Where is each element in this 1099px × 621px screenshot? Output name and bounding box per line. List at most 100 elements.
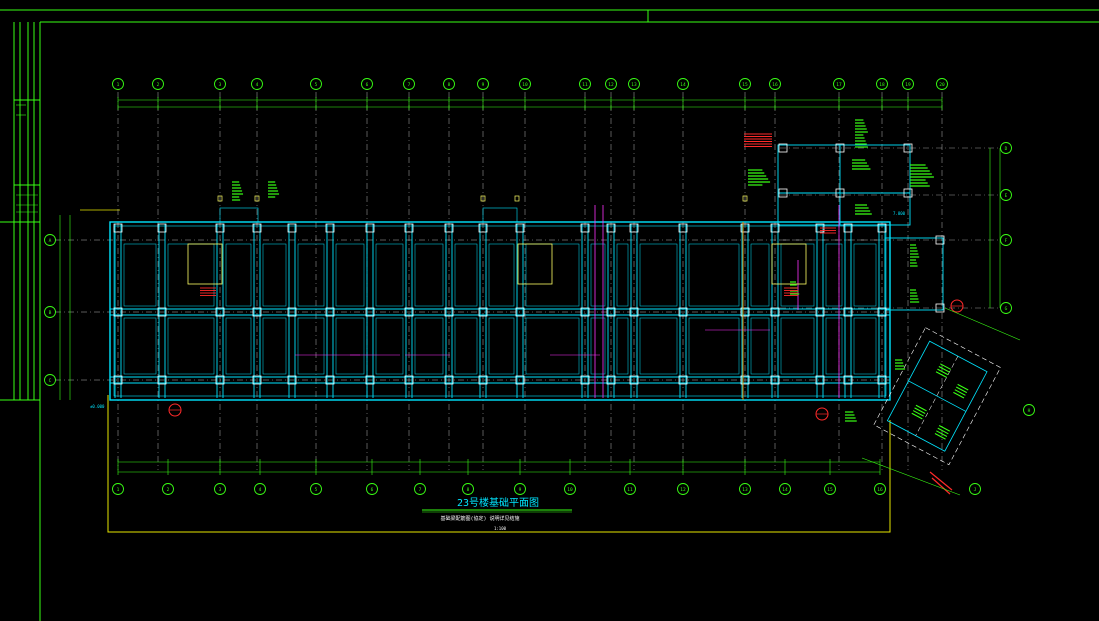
column [740, 375, 750, 385]
column [778, 143, 788, 153]
ext-beam [777, 144, 911, 226]
skew-annotation [912, 410, 924, 417]
pad-outline [590, 317, 606, 375]
tag-mark [480, 195, 486, 202]
column [815, 307, 825, 317]
column [478, 223, 488, 233]
column [287, 307, 297, 317]
column [835, 143, 845, 153]
axis-bubble-right [1000, 189, 1012, 201]
axis-bubble-bottom [564, 483, 576, 495]
axis-bubble-left-label: B [49, 310, 52, 316]
column [580, 375, 590, 385]
columns [113, 143, 945, 385]
axis-bubble-top-label: 6 [366, 82, 369, 88]
column [629, 375, 639, 385]
skew-annotation [955, 386, 968, 394]
drawing-scale: 1:100 [494, 526, 507, 531]
rebar-box [187, 243, 223, 285]
ext-beam [884, 237, 944, 311]
axis-bubble-bottom-label: 9 [519, 487, 522, 493]
axis-bubble-top [876, 78, 888, 90]
column [252, 223, 262, 233]
axis-bubble-bottom [310, 483, 322, 495]
axis-bubble-top [936, 78, 948, 90]
column [444, 375, 454, 385]
column [515, 375, 525, 385]
column [606, 223, 616, 233]
axis-bubble-bottom-label: 8 [467, 487, 470, 493]
column [678, 375, 688, 385]
column [877, 307, 887, 317]
pad-outline [167, 317, 215, 375]
axis-bubble-top-label: 13 [631, 82, 637, 88]
axis-bubble-bottom [214, 483, 226, 495]
skew-annotation [914, 407, 926, 415]
column [215, 307, 225, 317]
pad-outline [525, 243, 580, 307]
skew-red-mark [931, 477, 951, 495]
axis-bubble-bottom [624, 483, 636, 495]
axis-bubble-bottom-label: 5 [315, 487, 318, 493]
tag-mark [742, 195, 748, 202]
pad-outline [853, 317, 877, 375]
pad-outline [639, 243, 678, 307]
axis-bubble-top [112, 78, 124, 90]
column [629, 223, 639, 233]
pad-outline [123, 317, 157, 375]
pad-outline [590, 243, 606, 307]
pad-outline [616, 243, 629, 307]
skew-annotation [938, 425, 951, 432]
axis-bubble-bottom-label: 10 [567, 487, 573, 493]
column [404, 307, 414, 317]
axis-bubble-top [477, 78, 489, 90]
pad-outline [297, 243, 325, 307]
pad-outline [750, 243, 770, 307]
skew-annotation [911, 412, 923, 420]
annotations [168, 119, 964, 422]
pad-outline [454, 243, 478, 307]
axis-bubble-bottom-label: 11 [627, 487, 633, 493]
axis-bubble-left [44, 234, 56, 246]
column [113, 307, 123, 317]
column [325, 223, 335, 233]
axis-bubble-bottom [366, 483, 378, 495]
beam-outline-inner [113, 225, 887, 397]
axis-bubble-skew-label: H [1028, 408, 1031, 414]
axis-bubble-top [769, 78, 781, 90]
axis-bubble-top-label: 8 [448, 82, 451, 88]
stair-box [219, 207, 259, 223]
column [740, 307, 750, 317]
column [935, 303, 945, 313]
axis-bubble-top-label: 3 [219, 82, 222, 88]
axis-bubble-top [403, 78, 415, 90]
column [740, 223, 750, 233]
axis-bubble-right [1000, 234, 1012, 246]
pad-outline [262, 243, 287, 307]
axis-bubble-top [443, 78, 455, 90]
column [215, 375, 225, 385]
axis-bubble-top-label: 20 [939, 82, 945, 88]
pad-outline [750, 317, 770, 375]
column [877, 375, 887, 385]
axis-bubble-bottom-label: 4 [259, 487, 262, 493]
axis-bubble-top-label: 16 [772, 82, 778, 88]
axis-bubble-top [214, 78, 226, 90]
skew-annotation [934, 432, 946, 440]
pad-outline [488, 243, 515, 307]
axis-bubble-bottom-label: 12 [680, 487, 686, 493]
column [404, 223, 414, 233]
axis-bubble-top [628, 78, 640, 90]
axis-bubble-bottom [162, 483, 174, 495]
column [580, 223, 590, 233]
column [580, 307, 590, 317]
title-block-marks [16, 104, 38, 213]
axis-bubble-bottom [254, 483, 266, 495]
column [478, 307, 488, 317]
axis-bubble-top-label: 9 [482, 82, 485, 88]
axis-bubble-top-label: 2 [157, 82, 160, 88]
axis-bubble-bottom-label: 16 [877, 487, 883, 493]
